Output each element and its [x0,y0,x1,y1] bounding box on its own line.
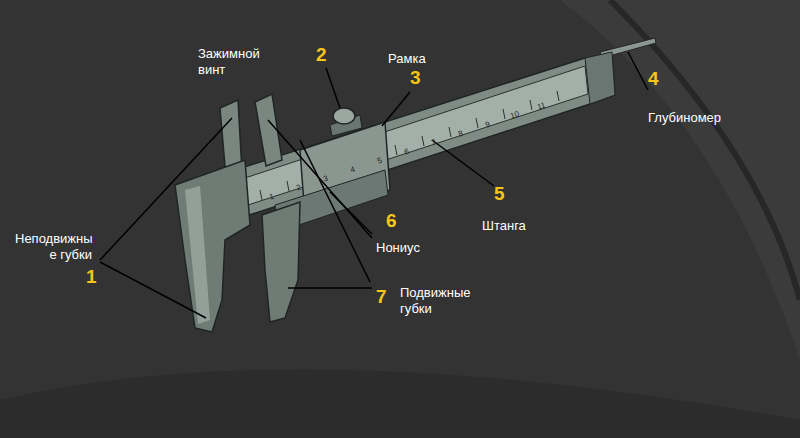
part-name: Рамка [388,51,428,67]
callout-number: 2 [316,44,329,67]
leader-lines [100,52,648,318]
callout-number: 1 [86,266,99,289]
fixed-jaw-highlight [185,186,210,324]
callout-number: 7 [376,286,389,309]
beam-face [245,66,588,205]
part-name: Нониус [376,240,422,256]
beam-end [585,52,615,104]
callout-number: 5 [494,183,507,206]
fixed-lower-jaw [175,160,250,332]
part-name: Штанга [482,218,528,234]
movable-lower-jaw [262,202,300,322]
clamp-screw [333,108,355,124]
part-name: Подвижные губки [400,285,470,316]
background-arc [560,0,800,360]
part-name: Глубиномер [648,110,724,126]
part-name: Неподвижны е губки [15,231,92,262]
callout-number: 3 [410,67,423,90]
part-name: Зажимной винт [198,46,259,77]
movable-upper-jaw [255,94,282,166]
beam [235,56,615,218]
background-arc [0,369,800,438]
callout-number: 4 [648,68,661,91]
callout-number: 6 [386,210,399,233]
